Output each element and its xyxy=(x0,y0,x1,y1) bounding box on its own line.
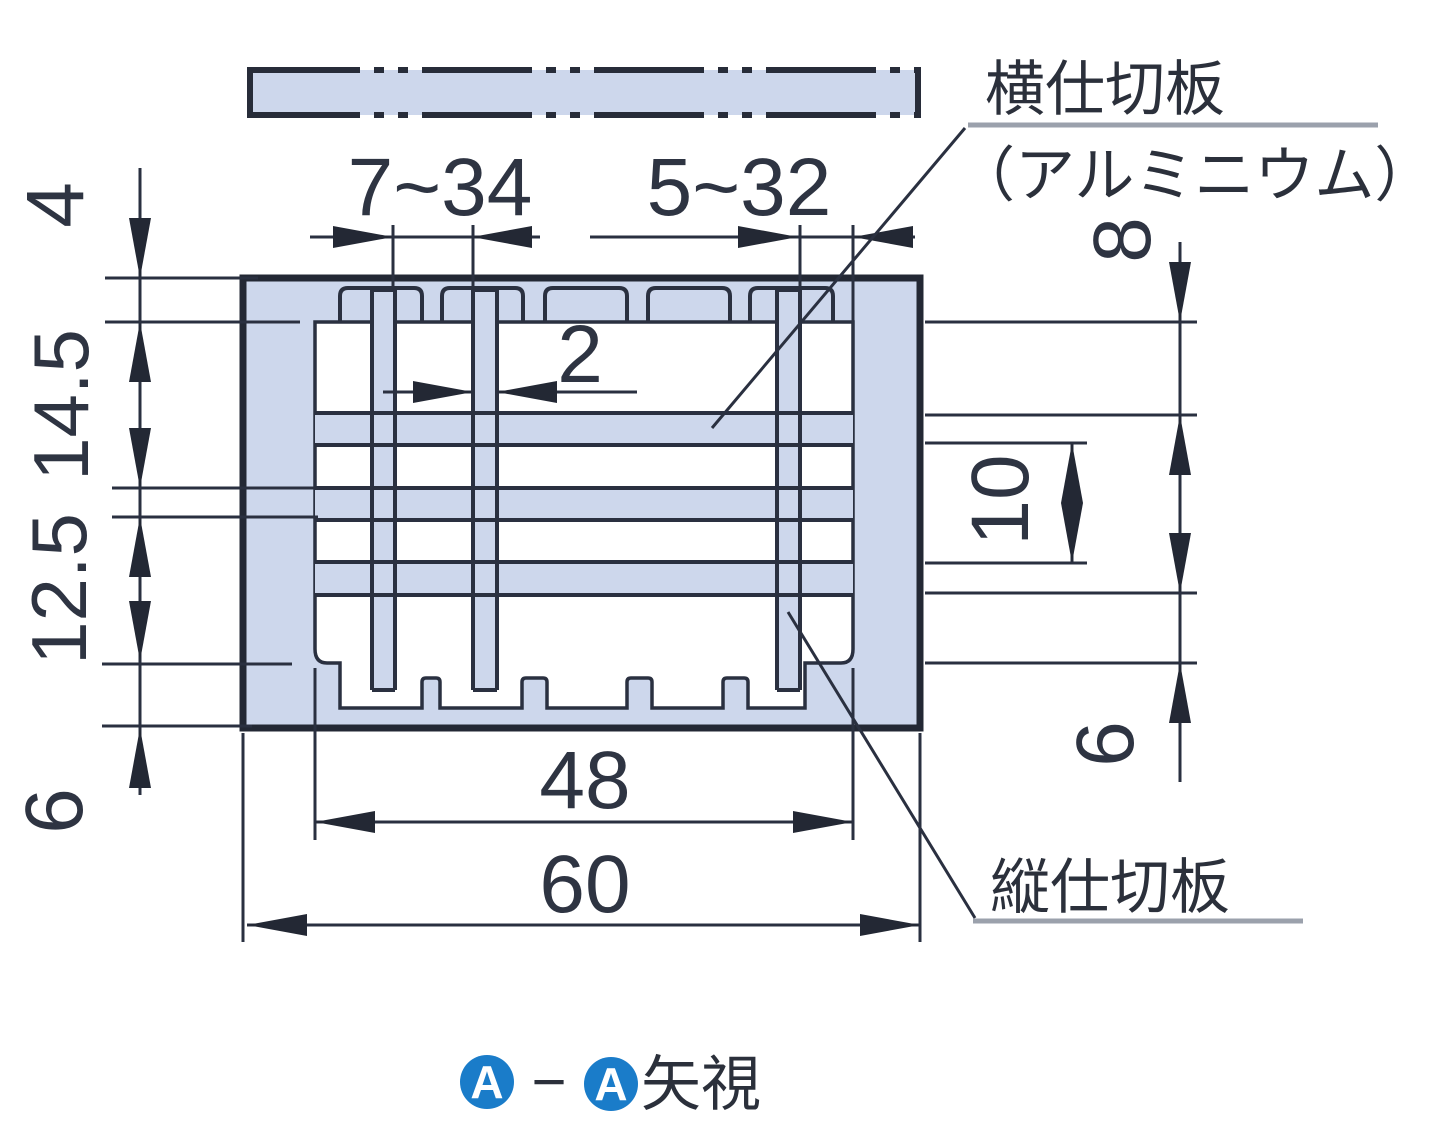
plate-outlines xyxy=(315,288,853,692)
dim-top-range-right: 5~32 xyxy=(647,142,832,233)
section-badge-a2-letter: A xyxy=(594,1058,627,1110)
dim-top-range-left: 7~34 xyxy=(348,142,533,233)
leader-vertical-plate xyxy=(786,611,977,919)
dim-right-top: 8 xyxy=(1077,217,1168,263)
dimension-arrowheads xyxy=(129,218,1191,936)
comb-tab xyxy=(543,286,629,322)
dimension-texts: 7~34 5~32 2 48 60 4 14.5 12.5 6 8 10 6 xyxy=(9,142,1168,930)
dim-right-mid: 10 xyxy=(955,454,1046,545)
phantom-plate-fill xyxy=(250,70,918,115)
comb-tab xyxy=(646,286,732,322)
section-view-label: A − A 矢視 xyxy=(460,1048,761,1118)
dim-right-bottom: 6 xyxy=(1060,721,1151,767)
horizontal-partition-plates xyxy=(315,413,853,595)
leader-lines xyxy=(710,127,977,919)
h-plate-1-fill xyxy=(315,413,853,445)
section-badge-a1 xyxy=(460,1055,514,1109)
dim-outer-width: 60 xyxy=(539,839,630,930)
leader-horizontal-plate xyxy=(710,127,967,429)
h-plate-3-fill xyxy=(315,562,853,595)
callout-labels: 横仕切板 （アルミニウム） 縦仕切板 xyxy=(955,56,1430,924)
section-dash: − xyxy=(531,1048,566,1115)
h-plate-2-fill xyxy=(315,488,853,520)
callout-vertical-plate: 縦仕切板 xyxy=(990,854,1230,921)
dim-left-lower: 12.5 xyxy=(15,513,103,665)
callout-horizontal-plate-line2: （アルミニウム） xyxy=(955,142,1430,209)
phantom-top-plate xyxy=(247,67,921,118)
section-badge-a1-letter: A xyxy=(470,1056,503,1108)
section-view-suffix: 矢視 xyxy=(641,1051,761,1118)
dim-inner-width: 48 xyxy=(539,735,630,826)
callout-horizontal-plate-line1: 横仕切板 xyxy=(985,56,1225,123)
dim-plate-thickness: 2 xyxy=(557,309,603,400)
dim-left-upper: 14.5 xyxy=(17,329,105,481)
dim-left-bottom: 6 xyxy=(9,788,100,834)
dim-left-top: 4 xyxy=(10,182,101,228)
section-badge-a2 xyxy=(584,1057,638,1111)
body-outline xyxy=(239,274,924,732)
